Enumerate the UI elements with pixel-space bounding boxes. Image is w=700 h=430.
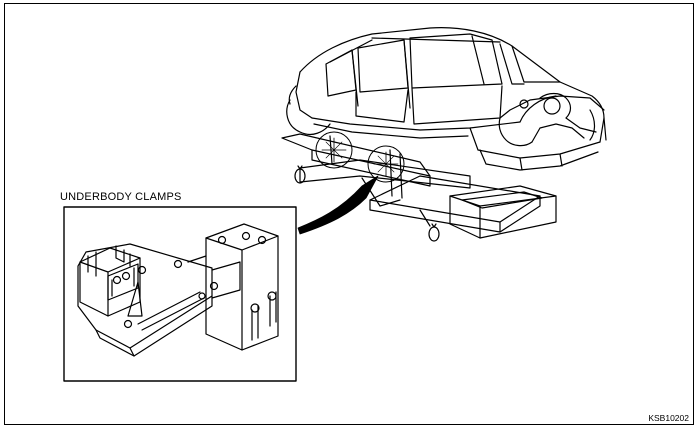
callout-leader-arrow xyxy=(298,176,378,234)
figure-code: KSB10202 xyxy=(648,413,689,423)
clamp-location-markers xyxy=(316,132,404,182)
callout-label: UNDERBODY CLAMPS xyxy=(60,191,182,203)
underbody-clamp-detail xyxy=(78,224,278,356)
callout-box xyxy=(64,207,296,381)
figure-frame xyxy=(4,3,694,425)
car-body-shell xyxy=(287,28,606,170)
